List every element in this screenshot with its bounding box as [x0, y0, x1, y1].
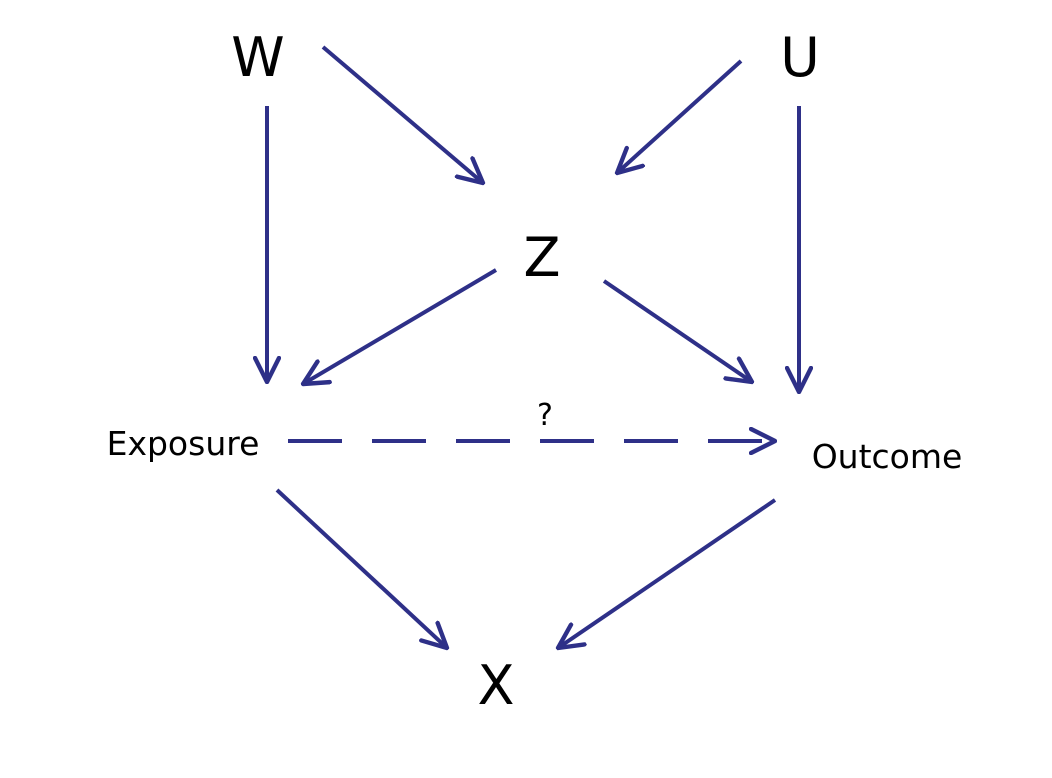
node-u: U [780, 26, 820, 89]
edge-u-to-z [617, 59, 743, 173]
edge-z-to-exposure [303, 268, 498, 384]
edge-exposure-to-x [275, 488, 447, 648]
node-z: Z [524, 226, 561, 289]
edge-z-to-outcome [602, 279, 752, 382]
node-w: W [231, 26, 284, 89]
node-exposure: Exposure [107, 424, 260, 463]
edge-w-to-z [321, 45, 483, 183]
edge-question-label: ? [537, 398, 553, 433]
node-x: X [478, 654, 515, 717]
node-outcome: Outcome [812, 437, 963, 476]
edge-outcome-to-x [558, 498, 777, 648]
